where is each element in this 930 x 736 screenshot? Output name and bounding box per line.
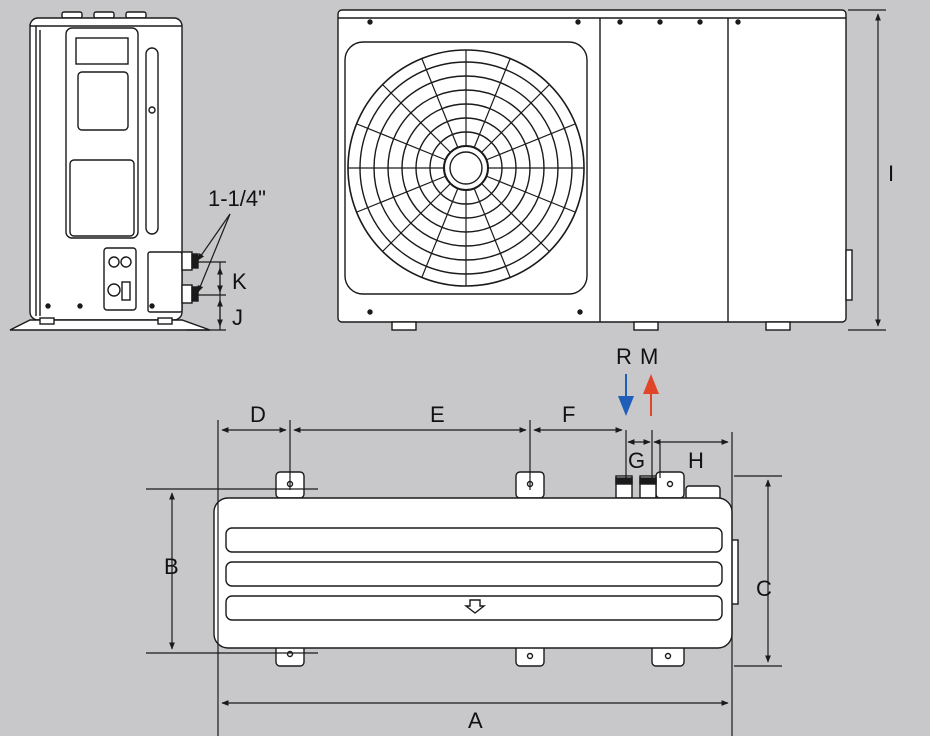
dimension-label-d: D [250, 402, 266, 427]
dimension-label-g: G [628, 448, 645, 473]
side-dimensions [186, 213, 231, 331]
front-view [337, 9, 853, 331]
top-dimensions [146, 420, 782, 736]
dimension-label-j: J [232, 305, 243, 330]
return-arrow [618, 374, 634, 416]
side-view [9, 11, 211, 331]
flow-label-return: R [616, 344, 632, 369]
front-dimension-i [848, 9, 886, 331]
top-view [213, 471, 739, 667]
dimension-label-e: E [430, 402, 445, 427]
dimension-label-i: I [888, 161, 894, 186]
dimension-label-f: F [562, 402, 575, 427]
dimension-label-k: K [232, 269, 247, 294]
pipe-size-label: 1-1/4" [208, 186, 266, 211]
supply-arrow [643, 374, 659, 416]
dimension-label-a: A [468, 708, 483, 733]
dimension-label-h: H [688, 448, 704, 473]
dimension-label-c: C [756, 576, 772, 601]
dimension-label-b: B [164, 554, 179, 579]
flow-label-supply: M [640, 344, 658, 369]
